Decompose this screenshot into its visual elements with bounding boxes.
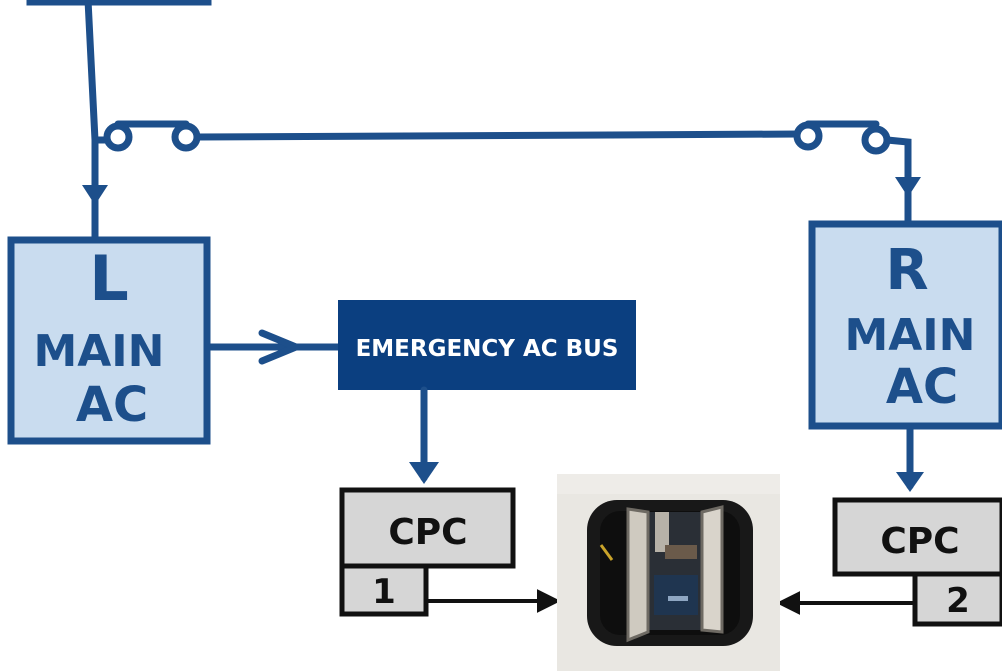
emergency-feed-arrow — [258, 329, 300, 365]
r-main-ac-box — [808, 220, 1002, 430]
l-main-ac-box — [7, 236, 211, 445]
r-main-ac-letter: R — [885, 238, 928, 303]
cpc2-number-box — [912, 571, 1002, 627]
emergency-ac-bus-box — [338, 300, 636, 390]
emergency-ac-bus-label: EMERGENCY AC BUS — [356, 336, 619, 362]
cpc1-number-box — [339, 563, 429, 617]
tie-bus-line — [193, 130, 804, 141]
left-feed-arrow — [82, 185, 108, 205]
r-main-ac-main: MAIN — [844, 310, 975, 361]
outflow-valve-photo — [557, 474, 780, 671]
left-breaker-contact-a — [103, 122, 133, 152]
cpc2-number: 2 — [946, 581, 970, 621]
cpc1-label: CPC — [388, 512, 467, 553]
right-breaker-contact-a — [793, 121, 823, 151]
cpc1-feed-arrow — [409, 462, 439, 484]
cpc2-feed-arrow — [896, 472, 924, 492]
l-main-ac-main: MAIN — [33, 326, 164, 377]
right-feed-arrow — [895, 177, 921, 197]
top-source-box — [26, 0, 212, 6]
l-main-ac-ac: AC — [76, 377, 148, 433]
cpc1-number: 1 — [372, 572, 396, 612]
cpc2-box — [832, 497, 1002, 577]
r-main-ac-ac: AC — [886, 359, 958, 415]
cpc2-label: CPC — [880, 521, 959, 562]
l-main-ac-letter: L — [89, 242, 129, 315]
